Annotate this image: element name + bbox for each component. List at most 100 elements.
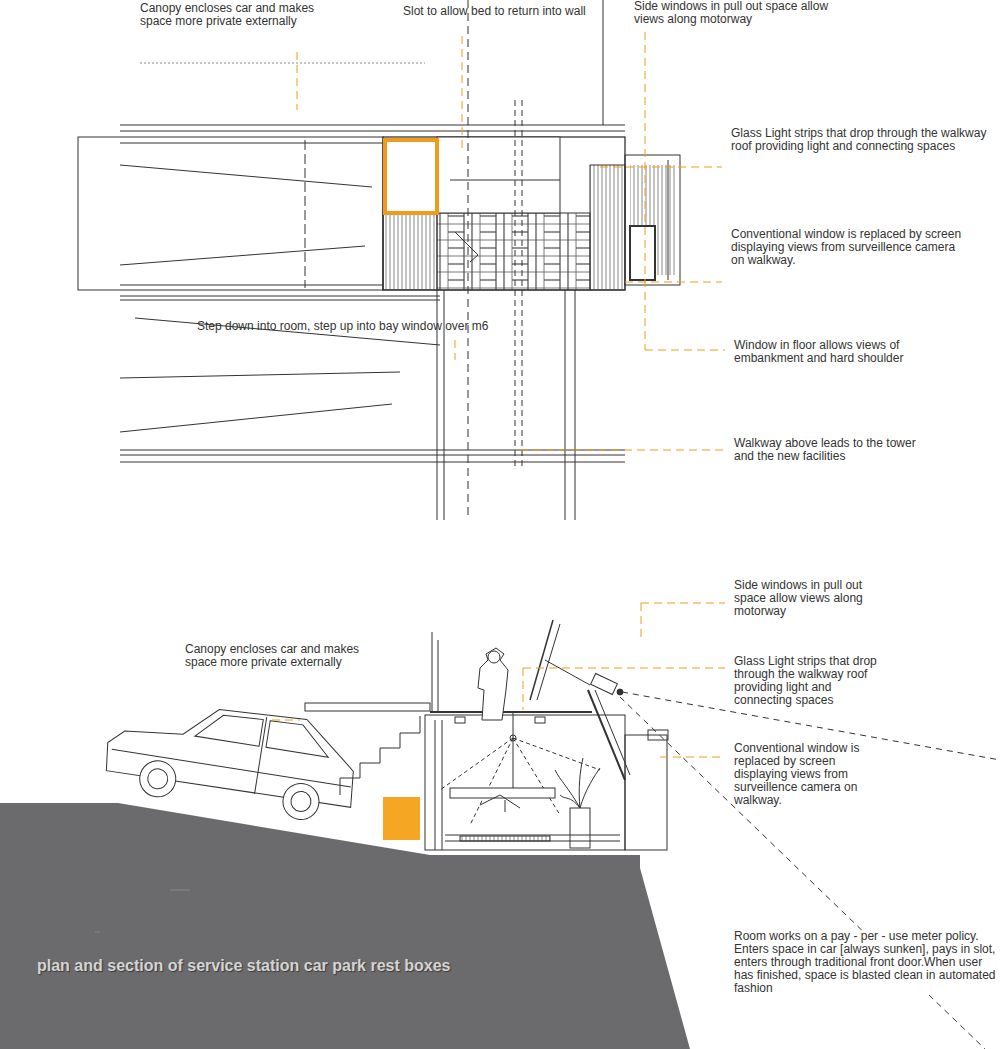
car-drawing-part (290, 790, 313, 813)
plan-drawing-part (120, 404, 392, 432)
section-leader-lines-part (523, 668, 524, 710)
annotation-note: Slot to allow bed to return into wall (403, 5, 628, 18)
plan-drawing-part (522, 100, 523, 470)
section-drawing-part (460, 836, 550, 841)
section-drawing-part (648, 730, 668, 740)
plan-drawing-part (120, 143, 383, 144)
section-drawing-part (440, 738, 513, 790)
annotation-note: Conventional window is replaced by scree… (731, 228, 963, 267)
section-drawing-part (435, 720, 436, 850)
plan-drawing-part (120, 455, 625, 456)
section-drawing-part (588, 690, 625, 780)
section-drawing-part (340, 716, 420, 795)
section-drawing-part (480, 795, 520, 812)
plan-drawing-part (120, 246, 365, 265)
plan-drawing-part (385, 140, 437, 213)
plan-leader-lines-part (625, 282, 722, 283)
ground-section-part (95, 932, 100, 933)
section-drawing-part (442, 720, 443, 850)
plan-drawing-part (120, 372, 400, 378)
annotation-note: Room works on a pay - per - use meter po… (734, 930, 996, 995)
car-drawing-part (266, 720, 333, 758)
section-drawing-part (620, 697, 985, 1049)
plan-drawing-part (450, 180, 560, 181)
plan-drawing (78, 0, 680, 520)
plan-leader-lines-part (520, 450, 725, 451)
ground-section (0, 797, 690, 1049)
car-drawing-part (255, 717, 267, 794)
plan-drawing-part (603, 0, 604, 125)
plan-drawing-part (565, 290, 566, 520)
plan-drawing-part (383, 213, 437, 290)
annotation-note: Canopy encloses car and makes space more… (185, 643, 370, 669)
plan-drawing-part (455, 232, 478, 255)
section-drawing-part (513, 738, 560, 815)
section-drawing-part (432, 632, 433, 712)
plan-drawing-part (468, 0, 469, 520)
plan-drawing-part (625, 155, 680, 285)
annotation-note: Conventional window is replaced by scree… (734, 742, 886, 807)
plan-drawing-part (120, 300, 440, 301)
plan-drawing-part (437, 213, 590, 290)
plan-leader-lines-part (645, 32, 646, 350)
annotation-note: Canopy encloses car and makes space more… (140, 2, 325, 28)
section-drawing-part (430, 711, 592, 713)
plan-drawing-part (305, 140, 306, 288)
plan-drawing-part (515, 100, 516, 470)
section-drawing-part (305, 703, 430, 711)
plan-drawing-part (120, 462, 625, 463)
section-drawing-part (425, 715, 625, 850)
plan-leader-lines-part (297, 52, 298, 110)
annotation-note: Side windows in pull out space allow vie… (634, 0, 839, 26)
plan-drawing-part (120, 131, 625, 132)
plan-drawing-part (140, 63, 425, 64)
plan-leader-lines-part (455, 340, 456, 360)
plan-drawing-part (383, 137, 625, 290)
plan-leader-lines-part (600, 167, 722, 168)
section-leader-lines-part (641, 603, 725, 604)
section-drawing-part (570, 808, 590, 848)
car-drawing-part (195, 709, 263, 746)
plan-drawing-part (120, 165, 372, 187)
section-drawing-part (470, 738, 513, 825)
section-drawing-part (455, 717, 465, 723)
annotation-note: Side windows in pull out space allow vie… (734, 579, 884, 618)
ground-section-part (0, 803, 690, 1049)
section-drawing-part (513, 712, 514, 790)
annotation-note: Glass Light strips that drop through the… (731, 127, 995, 153)
section-drawing-part (595, 690, 630, 775)
car-drawing-part (146, 767, 169, 790)
plan-drawing-part (78, 137, 383, 290)
section-leader-lines-part (641, 603, 642, 642)
plan-drawing-part (470, 255, 478, 262)
plan-drawing-part (120, 285, 383, 286)
plan-drawing-part (120, 125, 625, 126)
annotation-note: Step down into room, step up into bay wi… (197, 320, 502, 333)
section-drawing-part (478, 648, 508, 720)
car-drawing-part (280, 781, 321, 822)
section-drawing-part (591, 673, 618, 694)
plan-leader-lines-part (645, 350, 725, 351)
section-leader-lines-part (272, 720, 300, 721)
section-drawing-part (513, 738, 600, 770)
annotation-note: Window in floor allows views of embankme… (734, 339, 924, 365)
plan-drawing-part (575, 290, 576, 520)
plan-leader-lines-part (462, 36, 463, 150)
plan-drawing-part (590, 165, 625, 290)
section-drawing-part (445, 835, 620, 836)
section-drawing-part (555, 758, 600, 808)
annotation-note: Walkway above leads to the tower and the… (734, 437, 929, 463)
ground-section-part (170, 890, 190, 891)
section-drawing (305, 620, 1000, 1049)
section-leader-lines-part (523, 668, 725, 669)
section-drawing-part (438, 640, 439, 712)
plan-drawing-part (437, 137, 560, 213)
plan-drawing-part (630, 226, 655, 280)
section-leader-lines-part (660, 757, 725, 758)
plan-drawing-part (120, 296, 440, 297)
section-drawing-part (535, 717, 545, 723)
plan-leader-lines (297, 32, 725, 450)
car-drawing-part (137, 758, 178, 799)
